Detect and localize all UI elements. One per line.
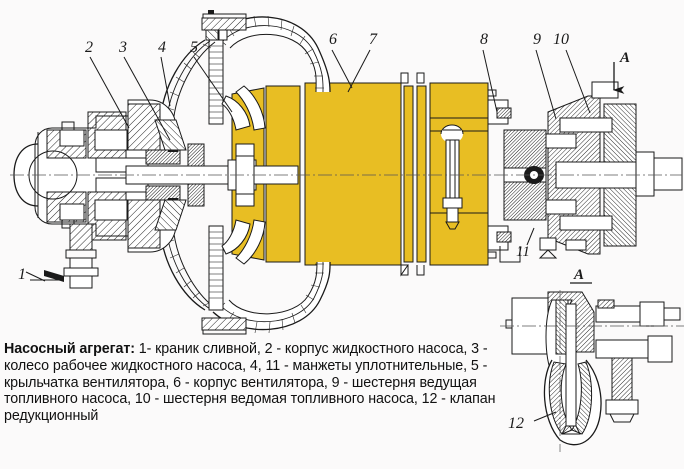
pump-drive-housing-7 xyxy=(304,72,497,277)
fan-housing-shroud xyxy=(159,10,247,335)
pump-shaft-and-bearings xyxy=(125,119,299,231)
leader-line-1 xyxy=(25,271,46,282)
callout-label-8: 8 xyxy=(480,31,488,48)
callout-label-10: 10 xyxy=(553,31,569,48)
figure-caption-title: Насосный агрегат: xyxy=(4,341,135,357)
callout-label-5: 5 xyxy=(190,39,198,56)
leader-line-10 xyxy=(565,49,591,114)
leader-line-12 xyxy=(533,411,557,422)
leader-line-11 xyxy=(526,227,535,246)
callout-label-6: 6 xyxy=(329,31,337,48)
figure-caption-body: 1- краник сливной, 2 - корпус жидкостног… xyxy=(4,341,496,425)
drain-cock-1 xyxy=(30,223,99,289)
leader-line-2 xyxy=(89,56,130,129)
leader-line-6 xyxy=(331,49,353,89)
figure-caption: Насосный агрегат: 1- краник сливной, 2 -… xyxy=(4,341,504,425)
detail-view-A xyxy=(500,290,684,452)
view-arrow-label: A xyxy=(619,50,630,66)
callout-label-9: 9 xyxy=(533,31,541,48)
callout-layer: 1 2 3 4 5 6 7 8 9 10 11 12 A A xyxy=(18,31,630,432)
fuel-pump-gear-section xyxy=(487,81,683,263)
leader-line-9 xyxy=(535,49,557,120)
callout-label-11: 11 xyxy=(516,244,530,260)
callout-label-4: 4 xyxy=(158,39,166,56)
callout-label-3: 3 xyxy=(118,39,127,56)
callout-label-12: 12 xyxy=(508,415,524,432)
leader-line-8 xyxy=(482,49,498,113)
leader-line-5 xyxy=(193,56,233,113)
callout-label-7: 7 xyxy=(369,31,378,48)
water-pump-housing-2 xyxy=(13,99,177,253)
main-assembly-section-view xyxy=(10,10,683,335)
fan-impeller-blades-5 xyxy=(221,85,266,265)
leader-line-3 xyxy=(123,56,171,141)
detail-view-title: A xyxy=(573,267,584,283)
leader-line-7 xyxy=(347,49,371,93)
callout-label-2: 2 xyxy=(85,39,93,56)
callout-label-1: 1 xyxy=(18,266,26,283)
leader-line-4 xyxy=(160,56,171,107)
housing-through-bolt xyxy=(430,117,488,230)
